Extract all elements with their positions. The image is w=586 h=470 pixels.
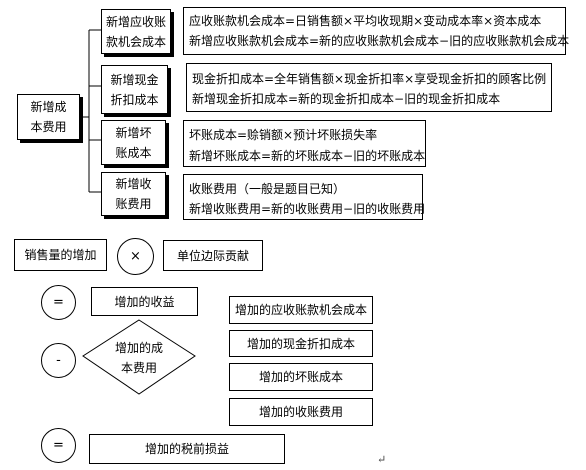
- branch-detail-bad-debt-cost: 坏账成本=赊销额×预计坏账损失率 新增坏账成本=新的坏账成本−旧的坏账成本: [183, 120, 426, 167]
- cost-item-label: 增加的收账费用: [258, 405, 343, 419]
- unit-margin-box: 单位边际贡献: [163, 240, 263, 271]
- pretax-gain-label: 增加的税前损益: [144, 442, 229, 456]
- branch-node-cash-discount-cost: 新增现金 折扣成本: [101, 65, 168, 114]
- minus-symbol: -: [56, 353, 61, 368]
- branch-detail-cash-discount-cost: 现金折扣成本=全年销售额×现金折扣率×享受现金折扣的顾客比例 新增现金折扣成本=…: [186, 63, 552, 112]
- detail-line: 新增应收账款机会成本=新的应收账款机会成本−旧的应收账款机会成本: [189, 34, 570, 48]
- detail-line: 应收账款机会成本=日销售额×平均收现期×变动成本率×资本成本: [189, 14, 542, 28]
- cost-item-box: 增加的坏账成本: [229, 363, 373, 391]
- cost-item-box: 增加的现金折扣成本: [229, 330, 373, 357]
- root-label: 新增成 本费用: [30, 100, 67, 134]
- equals-symbol: =: [53, 295, 64, 310]
- increased-cost-label: 增加的成 本费用: [114, 341, 163, 375]
- branch-detail-collection-cost: 收账费用（一般是题目已知） 新增收账费用=新的收账费用−旧的收账费用: [183, 174, 426, 220]
- branch-node-collection-cost: 新增收 账费用: [101, 172, 166, 216]
- branch-detail-receivable-opportunity-cost: 应收账款机会成本=日销售额×平均收现期×变动成本率×资本成本 新增应收账款机会成…: [183, 7, 570, 55]
- increased-revenue-box: 增加的收益: [91, 287, 198, 316]
- multiply-symbol: ×: [130, 249, 141, 264]
- cost-item-box: 增加的收账费用: [229, 398, 373, 426]
- detail-line: 收账费用（一般是题目已知）: [189, 182, 346, 196]
- detail-line: 现金折扣成本=全年销售额×现金折扣率×享受现金折扣的顾客比例: [192, 72, 547, 86]
- detail-line: 新增坏账成本=新的坏账成本−旧的坏账成本: [189, 149, 426, 163]
- branch-node-receivable-opportunity-cost: 新增应收账 款机会成本: [101, 9, 171, 54]
- equals-operator: =: [41, 285, 76, 320]
- sales-increase-box: 销售量的增加: [14, 239, 107, 271]
- detail-line: 坏账成本=赊销额×预计坏账损失率: [189, 128, 378, 142]
- increased-cost-label-wrap: 增加的成 本费用: [103, 338, 175, 378]
- pretax-gain-box: 增加的税前损益: [89, 434, 285, 464]
- branch-label: 新增收 账费用: [115, 177, 152, 211]
- branch-node-bad-debt-cost: 新增坏 账成本: [101, 120, 166, 165]
- unit-margin-label: 单位边际贡献: [176, 248, 249, 263]
- branch-label: 新增坏 账成本: [115, 125, 152, 160]
- increased-revenue-label: 增加的收益: [114, 294, 175, 309]
- sales-increase-label: 销售量的增加: [24, 248, 97, 262]
- multiply-operator: ×: [117, 238, 154, 275]
- minus-operator: -: [41, 343, 76, 378]
- branch-label: 新增现金 折扣成本: [110, 72, 159, 107]
- cost-item-label: 增加的坏账成本: [258, 370, 343, 384]
- detail-line: 新增现金折扣成本=新的现金折扣成本−旧的现金折扣成本: [192, 92, 501, 106]
- equals-operator-2: =: [41, 428, 76, 463]
- cost-item-label: 增加的现金折扣成本: [246, 336, 355, 351]
- root-node: 新增成 本费用: [17, 94, 80, 140]
- equals-symbol: =: [53, 438, 64, 453]
- return-mark: ↵: [377, 453, 387, 466]
- cost-item-label: 增加的应收账款机会成本: [234, 303, 367, 317]
- cost-item-box: 增加的应收账款机会成本: [229, 296, 373, 324]
- detail-line: 新增收账费用=新的收账费用−旧的收账费用: [189, 202, 426, 216]
- branch-label: 新增应收账 款机会成本: [105, 14, 166, 49]
